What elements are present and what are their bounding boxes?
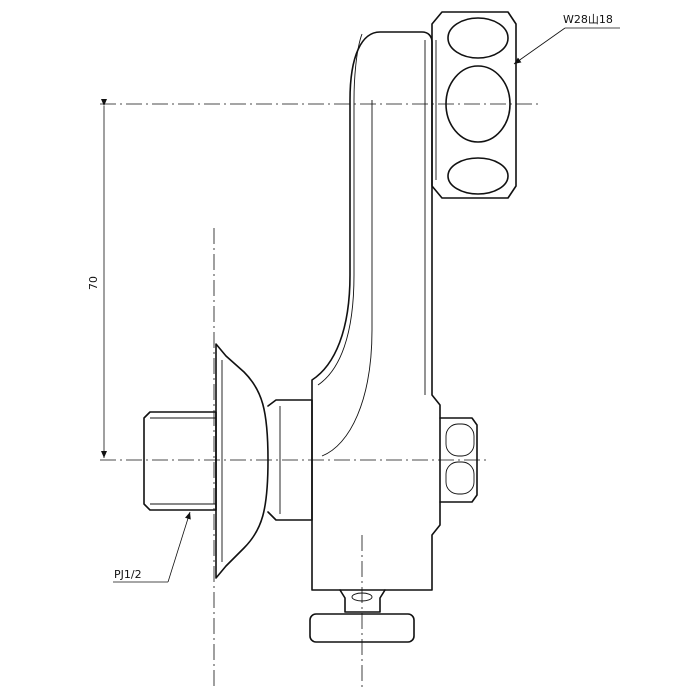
threaded-pipe-fitting bbox=[143, 343, 313, 579]
label-pj: PJ1/2 bbox=[113, 511, 191, 583]
dimension-value: 70 bbox=[87, 276, 100, 290]
hex-union-nut bbox=[431, 11, 517, 199]
bottom-knob bbox=[309, 589, 415, 643]
thread-spec-label: W28山18 bbox=[563, 13, 613, 26]
dimension-70: 70 bbox=[87, 99, 107, 458]
pipe-spec-label: PJ1/2 bbox=[114, 568, 142, 581]
leader-arrow-pj bbox=[167, 511, 191, 583]
elbow-body bbox=[311, 31, 441, 591]
label-w28: W28山18 bbox=[513, 13, 620, 65]
leader-arrow-w28 bbox=[513, 27, 566, 65]
center-lines bbox=[100, 103, 540, 690]
side-hex-nut bbox=[439, 417, 478, 503]
